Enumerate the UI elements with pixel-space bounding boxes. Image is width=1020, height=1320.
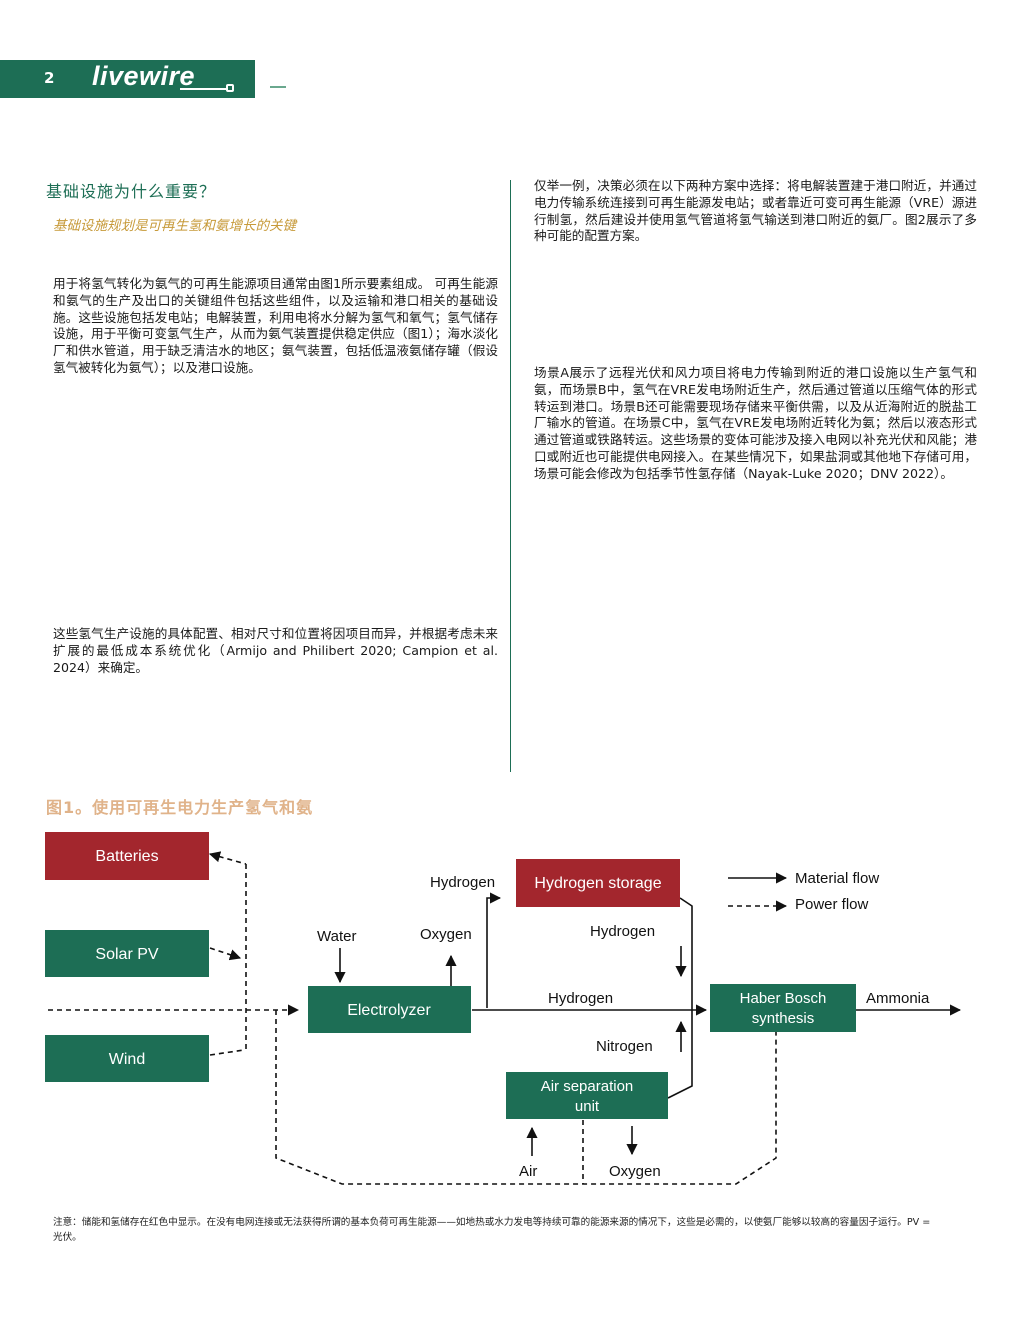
batteries-label: Batteries [95,848,158,865]
left-paragraph-2: 这些氢气生产设施的具体配置、相对尺寸和位置将因项目而异，并根据考虑未来扩展的最低… [53,626,498,675]
label-oxygen-top: Oxygen [420,926,472,943]
haber-bosch-label-2: synthesis [752,1010,815,1027]
wind-label: Wind [109,1051,145,1068]
label-water: Water [317,928,356,945]
material-flow-lines [334,872,962,1156]
right-paragraph-1: 仅举一例，决策必须在以下两种方案中选择：将电解装置建于港口附近，并通过电力传输系… [534,178,977,244]
label-hydrogen-down: Hydrogen [590,923,655,940]
legend-material-flow: Material flow [795,870,879,887]
haber-bosch-label-1: Haber Bosch [740,990,827,1007]
logo-plug-line [180,88,228,90]
plug-icon [226,84,234,92]
batteries-box [45,832,209,880]
section-subheading: 基础设施规划是可再生氢和氨增长的关键 [53,218,296,234]
header-mark [270,86,286,88]
power-flow-lines [48,851,788,1185]
figure-note: 注意：储能和氢储存在红色中显示。在没有电网连接或无法获得所谓的基本负荷可再生能源… [53,1217,931,1243]
air-separation-label-2: unit [575,1098,600,1115]
label-ammonia: Ammonia [866,990,930,1007]
column-divider [510,180,511,772]
air-separation-label-1: Air separation [541,1078,634,1095]
hydrogen-storage-box [516,859,680,907]
label-hydrogen-main: Hydrogen [548,990,613,1007]
wind-box [45,1035,209,1082]
left-paragraph-1: 用于将氢气转化为氨气的可再生能源项目通常由图1所示要素组成。 可再生能源和氨气的… [53,276,498,375]
label-hydrogen-up: Hydrogen [430,874,495,891]
solar-pv-box [45,930,209,977]
page-number: 2 [44,69,55,87]
air-separation-box [506,1072,668,1119]
haber-bosch-box [710,984,856,1032]
figure-title: 图1。使用可再生电力生产氢气和氨 [46,798,314,817]
label-nitrogen: Nitrogen [596,1038,653,1055]
livewire-logo: livewire [92,61,196,91]
solar-pv-label: Solar PV [95,946,158,963]
electrolyzer-box [308,986,471,1033]
section-heading: 基础设施为什么重要？ [46,182,217,201]
electrolyzer-label: Electrolyzer [347,1002,431,1019]
label-oxygen-bottom: Oxygen [609,1163,661,1180]
legend-power-flow: Power flow [795,896,869,913]
label-air: Air [519,1163,537,1180]
header-bar: 2 livewire [0,60,255,98]
flow-diagram: Batteries Solar PV Wind Electrolyzer Hyd… [45,832,962,1185]
hydrogen-storage-label: Hydrogen storage [534,875,661,892]
right-paragraph-2: 场景A展示了远程光伏和风力项目将电力传输到附近的港口设施以生产氢气和氨，而场景B… [534,365,977,481]
